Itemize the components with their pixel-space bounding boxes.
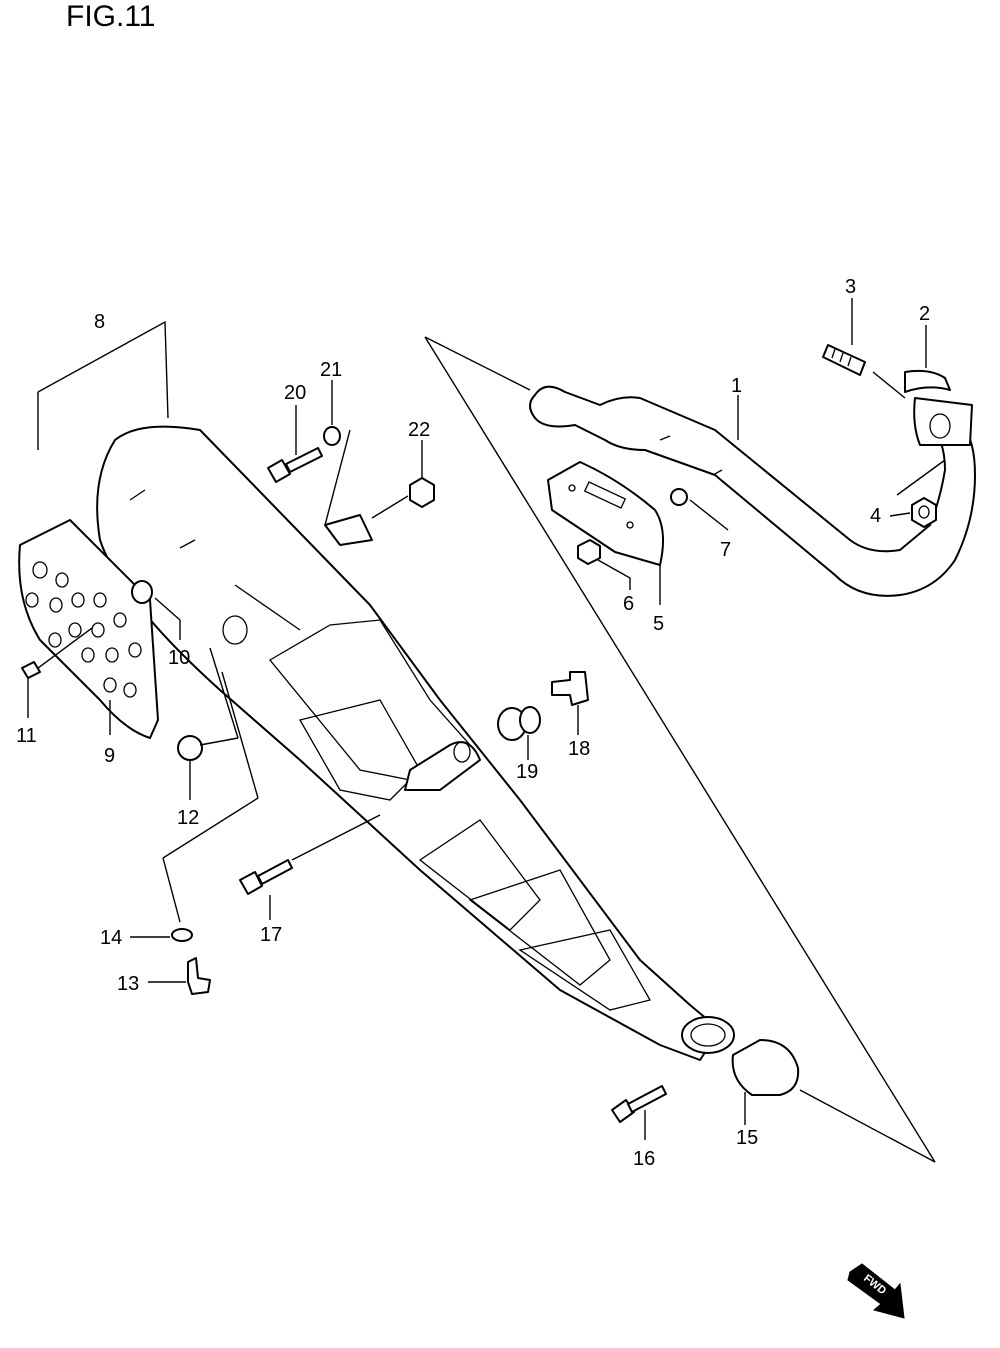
part-9-heat-shield bbox=[18, 519, 159, 739]
part-10-collar bbox=[131, 580, 153, 604]
callout-2: 2 bbox=[919, 303, 930, 325]
part-18-bushing bbox=[551, 671, 589, 735]
callout-22: 22 bbox=[408, 419, 430, 441]
fwd-arrow-icon: FWD bbox=[847, 1263, 905, 1319]
callout-7: 7 bbox=[720, 539, 731, 561]
assembly-boundary bbox=[37, 320, 936, 1163]
callout-labels: 1 2 3 4 5 6 7 8 9 10 11 12 13 14 15 16 1… bbox=[16, 276, 930, 1170]
part-20-bolt bbox=[267, 405, 323, 483]
callout-17: 17 bbox=[260, 924, 282, 946]
part-4-nut bbox=[896, 459, 946, 528]
callout-21: 21 bbox=[320, 359, 342, 381]
part-7-washer bbox=[670, 488, 688, 506]
part-5-bracket bbox=[547, 461, 665, 566]
callout-6: 6 bbox=[623, 593, 634, 615]
callout-18: 18 bbox=[568, 738, 590, 760]
figure-title: FIG.11 bbox=[66, 0, 156, 33]
part-6-nut bbox=[577, 539, 601, 565]
callout-10: 10 bbox=[168, 647, 190, 669]
part-17-bolt bbox=[239, 814, 381, 920]
part-3-stud bbox=[822, 344, 906, 399]
callout-9: 9 bbox=[104, 745, 115, 767]
part-2-gasket bbox=[904, 369, 973, 446]
part-16-screw bbox=[611, 1085, 667, 1140]
callout-16: 16 bbox=[633, 1148, 655, 1170]
part-22-nut bbox=[371, 440, 435, 519]
part-8-muffler bbox=[96, 425, 735, 1061]
callout-11: 11 bbox=[16, 725, 37, 747]
callout-1: 1 bbox=[731, 375, 742, 397]
part-14-washer bbox=[130, 928, 193, 942]
leader-lines bbox=[27, 298, 927, 800]
callout-3: 3 bbox=[845, 276, 856, 298]
part-1-exhaust-pipe bbox=[529, 385, 976, 597]
callout-13: 13 bbox=[117, 973, 139, 995]
part-13-bolt bbox=[148, 957, 211, 995]
callout-4: 4 bbox=[870, 505, 881, 527]
part-15-end-cap bbox=[731, 1039, 800, 1125]
callout-8: 8 bbox=[94, 311, 105, 333]
callout-20: 20 bbox=[284, 382, 306, 404]
callout-15: 15 bbox=[736, 1127, 758, 1149]
callout-14: 14 bbox=[100, 927, 122, 949]
callout-5: 5 bbox=[653, 613, 664, 635]
callout-12: 12 bbox=[177, 807, 199, 829]
part-19-grommet bbox=[497, 706, 541, 760]
part-21-washer bbox=[323, 380, 351, 526]
part-11-screw bbox=[21, 627, 93, 679]
callout-19: 19 bbox=[516, 761, 538, 783]
